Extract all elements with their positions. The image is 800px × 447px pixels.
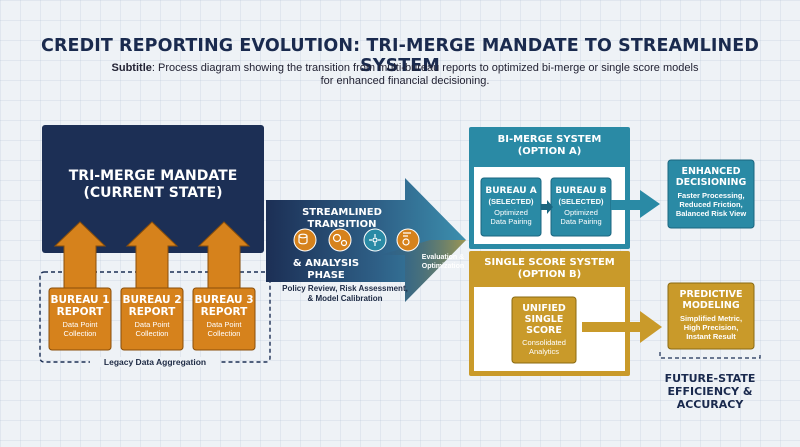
future-state-label: FUTURE-STATE EFFICIENCY & ACCURACY bbox=[640, 372, 780, 411]
bi-merge-outcome-arrow bbox=[611, 190, 660, 218]
single-score-outcome-arrow bbox=[582, 311, 662, 343]
transition-arrow-accent bbox=[380, 240, 466, 302]
unified-score-line1: UNIFIED bbox=[522, 303, 566, 314]
bureau-a-line1: BUREAU A bbox=[485, 186, 537, 196]
unified-score-box bbox=[511, 296, 577, 364]
unified-score-line2: SINGLE bbox=[524, 314, 564, 325]
single-score-title: SINGLE SCORE SYSTEM (OPTION B) bbox=[469, 257, 630, 281]
bureau-a-label: BUREAU A (SELECTED) Optimized Data Pairi… bbox=[481, 186, 541, 226]
bi-merge-title-line1: BI-MERGE SYSTEM bbox=[497, 134, 602, 145]
bureau-a-desc-line2: Data Pairing bbox=[490, 217, 532, 226]
enhanced-decisioning-box bbox=[667, 159, 755, 229]
bureau-a-to-b-arrow bbox=[541, 200, 553, 214]
bureau-2-title-line1: BUREAU 2 bbox=[122, 294, 182, 306]
single-score-title-line1: SINGLE SCORE SYSTEM bbox=[484, 257, 615, 268]
bureau-3-title-line1: BUREAU 3 bbox=[194, 294, 254, 306]
enhanced-decisioning-desc-line2: Reduced Friction, bbox=[679, 200, 743, 209]
bureau-2-label: BUREAU 2 REPORT Data Point Collection bbox=[121, 294, 183, 338]
predictive-modeling-box bbox=[667, 282, 755, 350]
bureau-b-desc-line1: Optimized bbox=[564, 208, 598, 217]
bureau-2-desc-line2: Collection bbox=[135, 329, 169, 338]
tri-merge-title-line2: (CURRENT STATE) bbox=[83, 185, 223, 201]
bureau-3-desc-line2: Collection bbox=[207, 329, 241, 338]
subtitle-label: Subtitle bbox=[111, 62, 152, 74]
bureau-1-title-line1: BUREAU 1 bbox=[50, 294, 110, 306]
legacy-aggregation-label: Legacy Data Aggregation bbox=[90, 357, 220, 367]
bureau-a-desc-line1: Optimized bbox=[494, 208, 528, 217]
bureau-2-arrow bbox=[125, 221, 179, 291]
future-state-line1: FUTURE-STATE bbox=[664, 372, 756, 385]
bureau-b-line1: BUREAU B bbox=[555, 186, 607, 196]
tri-merge-box bbox=[42, 125, 264, 253]
transition-icons bbox=[293, 228, 420, 252]
enhanced-decisioning-desc-line1: Faster Processing, bbox=[677, 191, 745, 200]
bureau-b-desc-line2: Data Pairing bbox=[560, 217, 602, 226]
bureau-boxes bbox=[48, 287, 256, 351]
bureau-a-line2: (SELECTED) bbox=[488, 197, 534, 206]
coins-icon bbox=[293, 228, 317, 252]
transition-title-line1: STREAMLINED TRANSITION bbox=[302, 207, 382, 230]
bureau-1-label: BUREAU 1 REPORT Data Point Collection bbox=[49, 294, 111, 338]
bureau-1-desc-line1: Data Point bbox=[62, 320, 98, 329]
network-icon bbox=[363, 228, 387, 252]
bureau-1-title-line2: REPORT bbox=[56, 306, 104, 318]
transition-eval-label: Evaluation & Optimization bbox=[418, 254, 468, 271]
tri-merge-title: TRI-MERGE MANDATE (CURRENT STATE) bbox=[42, 168, 264, 202]
enhanced-decisioning-label: ENHANCED DECISIONING Faster Processing, … bbox=[668, 166, 754, 218]
bureau-1-desc-line2: Collection bbox=[63, 329, 97, 338]
transition-policy-label: Policy Review, Risk Assessment, & Model … bbox=[280, 284, 410, 304]
enhanced-decisioning-desc-line3: Balanced Risk View bbox=[675, 209, 747, 218]
bureau-2-desc-line1: Data Point bbox=[134, 320, 170, 329]
page-subtitle: Subtitle: Process diagram showing the tr… bbox=[105, 62, 705, 88]
predictive-modeling-desc-line2: High Precision, bbox=[683, 323, 739, 332]
transition-policy-line2: & Model Calibration bbox=[307, 294, 383, 303]
bi-merge-title-line2: (OPTION A) bbox=[517, 146, 582, 157]
future-state-bracket bbox=[659, 352, 761, 359]
unified-score-line3: SCORE bbox=[526, 325, 562, 336]
enhanced-decisioning-title-line2: DECISIONING bbox=[675, 177, 747, 188]
bureau-3-arrow bbox=[197, 221, 251, 291]
predictive-modeling-label: PREDICTIVE MODELING Simplified Metric, H… bbox=[668, 289, 754, 341]
predictive-modeling-title-line2: MODELING bbox=[682, 300, 740, 311]
single-score-title-line2: (OPTION B) bbox=[517, 269, 582, 280]
transition-eval-line2: Optimization bbox=[421, 262, 465, 270]
transition-eval-line1: Evaluation & bbox=[421, 254, 465, 261]
bureau-3-desc-line1: Data Point bbox=[206, 320, 242, 329]
bureau-b-label: BUREAU B (SELECTED) Optimized Data Pairi… bbox=[551, 186, 611, 226]
bureau-2-box bbox=[120, 287, 184, 351]
bureau-3-box bbox=[192, 287, 256, 351]
tri-merge-title-line1: TRI-MERGE MANDATE bbox=[68, 168, 238, 184]
unified-score-desc-line2: Analytics bbox=[528, 347, 559, 356]
predictive-modeling-title-line1: PREDICTIVE bbox=[679, 289, 743, 300]
transition-policy-line1: Policy Review, Risk Assessment, bbox=[282, 284, 408, 293]
bureau-3-label: BUREAU 3 REPORT Data Point Collection bbox=[193, 294, 255, 338]
future-state-line2: EFFICIENCY & ACCURACY bbox=[667, 385, 753, 411]
bi-merge-title: BI-MERGE SYSTEM (OPTION A) bbox=[469, 134, 630, 158]
unified-score-desc-line1: Consolidated bbox=[522, 338, 566, 347]
bureau-arrows bbox=[53, 221, 251, 291]
bureau-b-line2: (SELECTED) bbox=[558, 197, 604, 206]
bureau-1-box bbox=[48, 287, 112, 351]
subtitle-text: : Process diagram showing the transition… bbox=[151, 62, 699, 87]
predictive-modeling-desc-line3: Instant Result bbox=[686, 332, 736, 341]
page-title: CREDIT REPORTING EVOLUTION: TRI-MERGE MA… bbox=[41, 36, 759, 76]
unified-score-label: UNIFIED SINGLE SCORE Consolidated Analyt… bbox=[512, 303, 576, 356]
bureau-2-title-line2: REPORT bbox=[128, 306, 176, 318]
transition-title-line2: & ANALYSIS PHASE bbox=[292, 258, 360, 281]
predictive-modeling-desc-line1: Simplified Metric, bbox=[679, 314, 743, 323]
bureau-1-arrow bbox=[53, 221, 107, 291]
bureau-3-title-line2: REPORT bbox=[200, 306, 248, 318]
enhanced-decisioning-title-line1: ENHANCED bbox=[681, 166, 741, 177]
